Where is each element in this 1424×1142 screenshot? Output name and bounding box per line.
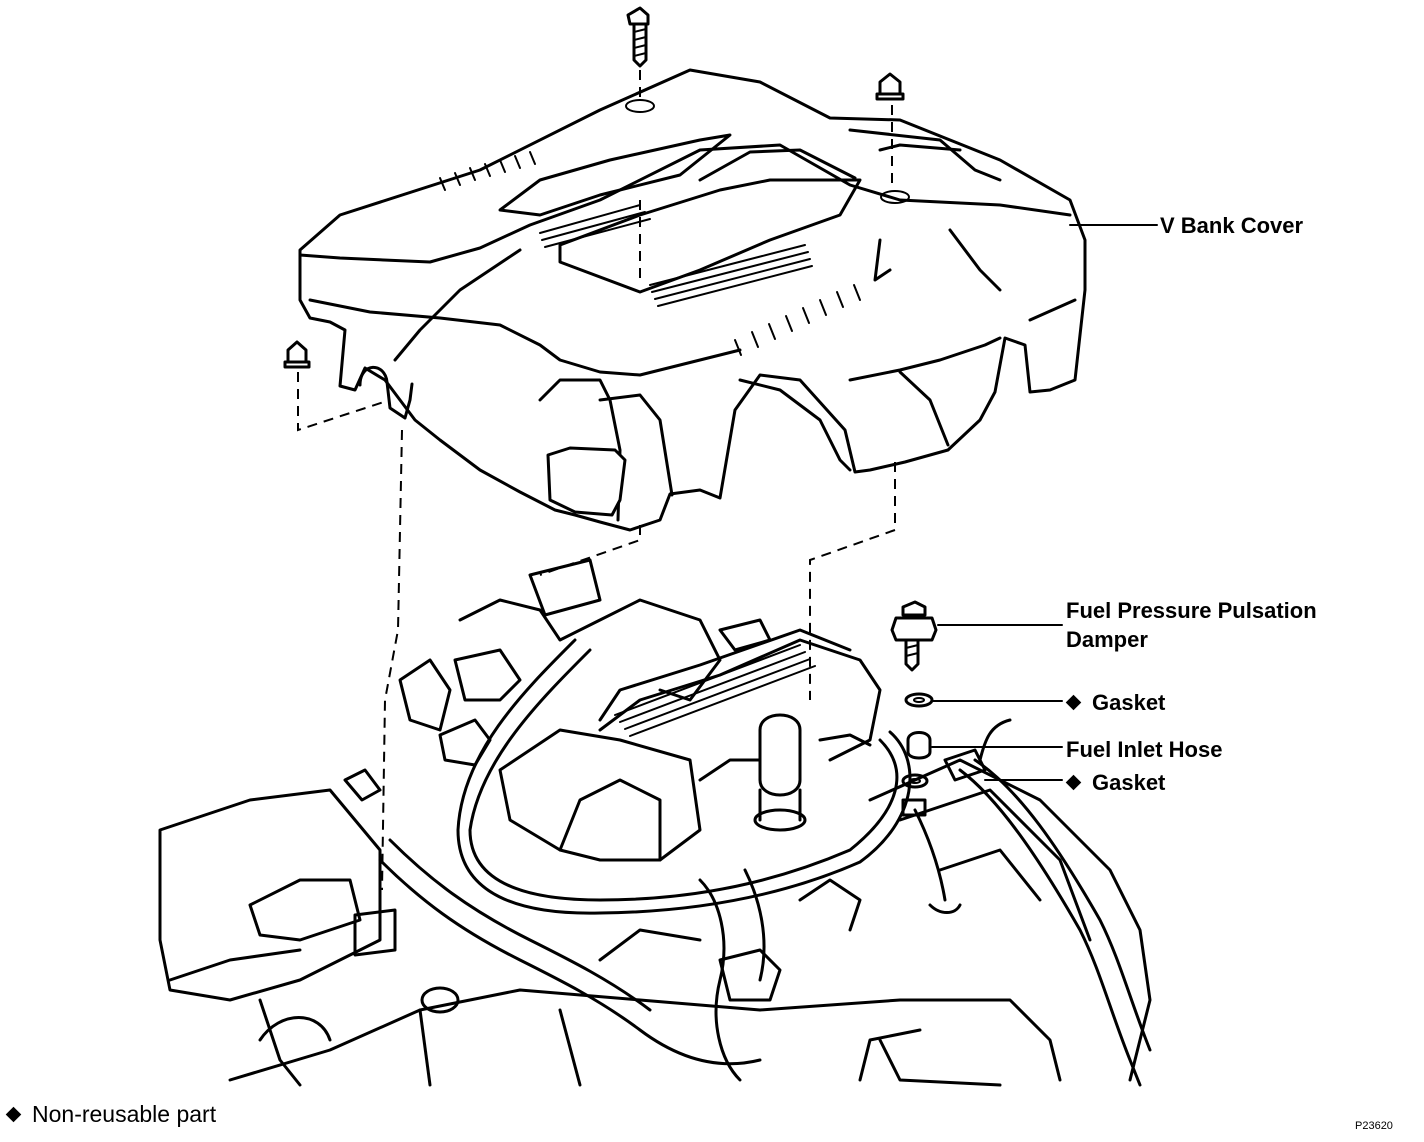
engine-assembly: [158, 558, 1152, 1087]
legend-non-reusable: Non-reusable part: [5, 1100, 217, 1129]
cover-nut-right: [875, 72, 905, 101]
cover-nut-left: [283, 340, 311, 369]
diamond-icon: [5, 1106, 22, 1123]
plenum-fins: [614, 644, 816, 737]
fuel-pressure-pulsation-damper-part: [890, 600, 938, 672]
figure-code: P23620: [1355, 1120, 1393, 1132]
cover-bolt-top: [626, 6, 650, 68]
label-v-bank-cover: V Bank Cover: [1160, 211, 1303, 240]
label-fuel-pressure-pulsation-damper: Fuel Pressure Pulsation Damper: [1066, 596, 1317, 654]
v-bank-cover: [298, 68, 1087, 532]
cover-rib-lines: [539, 204, 813, 307]
label-damper-line1: Fuel Pressure Pulsation: [1066, 598, 1317, 623]
inlet-hose-fitting: [901, 731, 932, 817]
cover-vent-slots: [439, 151, 861, 356]
label-gasket-lower-text: Gasket: [1092, 770, 1166, 795]
label-damper-line2: Damper: [1066, 627, 1148, 652]
label-gasket-upper-text: Gasket: [1092, 690, 1166, 715]
gasket-lower-part: [901, 773, 929, 789]
label-fuel-inlet-hose: Fuel Inlet Hose: [1066, 735, 1222, 764]
diamond-icon: [1065, 694, 1082, 711]
diamond-icon: [1065, 774, 1082, 791]
legend-text: Non-reusable part: [32, 1101, 217, 1127]
cover-bolt-hole-right: [880, 190, 910, 204]
label-gasket-lower: Gasket: [1065, 768, 1166, 797]
label-fuel-inlet-hose-text: Fuel Inlet Hose: [1066, 737, 1223, 762]
gasket-upper-part: [904, 692, 934, 708]
leader-lines: [931, 224, 1158, 781]
label-v-bank-cover-text: V Bank Cover: [1160, 213, 1304, 238]
cover-bolt-hole-center: [625, 99, 655, 113]
cover-mount-hook: [358, 365, 414, 420]
label-gasket-upper: Gasket: [1065, 688, 1166, 717]
